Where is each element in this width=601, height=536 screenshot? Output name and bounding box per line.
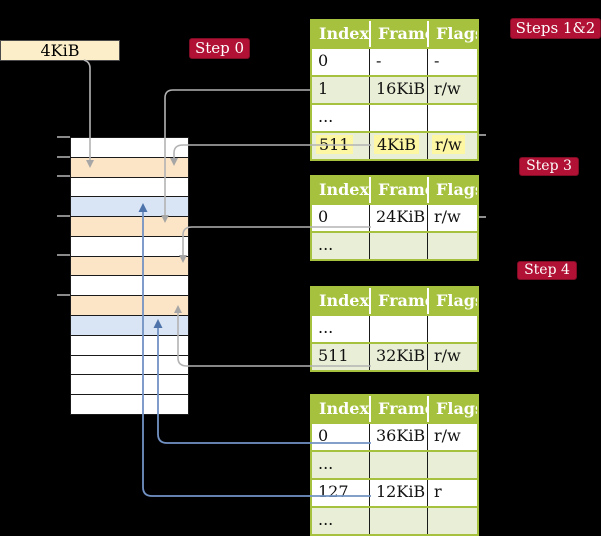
table-cell: 4KiB — [369, 133, 427, 159]
column-header-index: Index — [312, 396, 369, 422]
table-row: ... — [312, 314, 477, 342]
step-4-label: Step 4 — [517, 261, 577, 280]
table-cell: ... — [318, 107, 334, 126]
table-cell: 32KiB — [369, 344, 427, 370]
table-header-row: IndexFrameFlags — [312, 396, 477, 422]
table-row: 511 4KiB r/w — [312, 131, 477, 159]
table-cell: r/w — [427, 344, 477, 370]
table-cell: 1 — [318, 79, 329, 98]
highlighted-value: 4KiB — [374, 135, 420, 154]
column-header-frame: Frame — [369, 288, 427, 314]
table-cell: r/w — [427, 133, 477, 159]
table-cell: 16KiB — [369, 77, 427, 103]
memory-tick — [57, 156, 70, 158]
memory-frame-40KiB — [71, 334, 188, 355]
table-cell — [427, 105, 477, 131]
column-header-flags: Flags — [427, 21, 477, 47]
memory-tick — [57, 175, 70, 177]
memory-tick — [57, 136, 70, 138]
table-cell: r/w — [427, 424, 477, 450]
table-cell: - — [427, 49, 477, 75]
memory-frame-52KiB — [71, 394, 188, 414]
memory-frame-8KiB — [71, 176, 188, 197]
offset-size-box: 4KiB — [0, 40, 120, 61]
memory-tick — [57, 294, 70, 296]
table-cell: 36KiB — [369, 424, 427, 450]
table-cell: ... — [318, 235, 334, 254]
memory-tick — [57, 254, 70, 256]
memory-frame-16KiB — [71, 216, 188, 236]
table-row: 0 -- — [312, 47, 477, 75]
table-header-row: IndexFrameFlags — [312, 21, 477, 47]
physical-memory-column — [70, 137, 189, 415]
memory-frame-12KiB — [71, 196, 188, 217]
memory-frame-32KiB — [71, 295, 188, 316]
column-header-flags: Flags — [427, 396, 477, 422]
table-cell: 24KiB — [369, 205, 427, 231]
table-cell: ... — [318, 318, 334, 337]
memory-frame-0KiB — [71, 138, 188, 157]
memory-frame-44KiB — [71, 354, 188, 375]
table-cell: 0 — [318, 426, 329, 445]
table-cell — [427, 452, 477, 478]
table-cell — [369, 233, 427, 259]
table-cell: 12KiB — [369, 480, 427, 506]
column-header-flags: Flags — [427, 177, 477, 203]
table-row: ... — [312, 506, 477, 534]
memory-frame-48KiB — [71, 374, 188, 395]
column-header-flags: Flags — [427, 288, 477, 314]
memory-frame-24KiB — [71, 255, 188, 276]
memory-frame-20KiB — [71, 235, 188, 256]
table-cell: 127 — [318, 482, 349, 501]
highlighted-value: r/w — [432, 135, 465, 154]
table-cell: - — [369, 49, 427, 75]
table-header-row: IndexFrameFlags — [312, 288, 477, 314]
table-cell: 511 — [318, 346, 349, 365]
highlighted-value: 511 — [316, 135, 353, 154]
memory-frame-28KiB — [71, 275, 188, 296]
step-3-label: Step 3 — [519, 157, 579, 176]
table-cell — [427, 508, 477, 534]
memory-frame-36KiB — [71, 315, 188, 335]
table-cell: 0 — [318, 207, 329, 226]
memory-tick — [57, 215, 70, 217]
table-cell — [427, 233, 477, 259]
column-header-index: Index — [312, 177, 369, 203]
table-cell: 0 — [318, 51, 329, 70]
table-cell: r/w — [427, 77, 477, 103]
column-header-frame: Frame — [369, 21, 427, 47]
column-header-index: Index — [312, 21, 369, 47]
column-header-frame: Frame — [369, 396, 427, 422]
table-cell — [369, 508, 427, 534]
steps-1-2-label: Steps 1&2 — [510, 18, 601, 39]
table-cell — [427, 316, 477, 342]
table-cell: ... — [318, 510, 334, 529]
step-0-label: Step 0 — [189, 38, 250, 59]
column-header-frame: Frame — [369, 177, 427, 203]
table-header-row: IndexFrameFlags — [312, 177, 477, 203]
table-row: ... — [312, 450, 477, 478]
table-cell: r — [427, 480, 477, 506]
table-cell: ... — [318, 454, 334, 473]
table-cell — [369, 316, 427, 342]
table-row: ... — [312, 231, 477, 259]
table-cell: r/w — [427, 205, 477, 231]
memory-frame-4KiB — [71, 156, 188, 177]
column-header-index: Index — [312, 288, 369, 314]
table-cell: 511 — [312, 133, 369, 159]
page-table-step-3: IndexFrameFlags 0 24KiBr/w... — [310, 175, 479, 261]
table-cell — [369, 452, 427, 478]
table-row: ... — [312, 103, 477, 131]
table-cell — [369, 105, 427, 131]
